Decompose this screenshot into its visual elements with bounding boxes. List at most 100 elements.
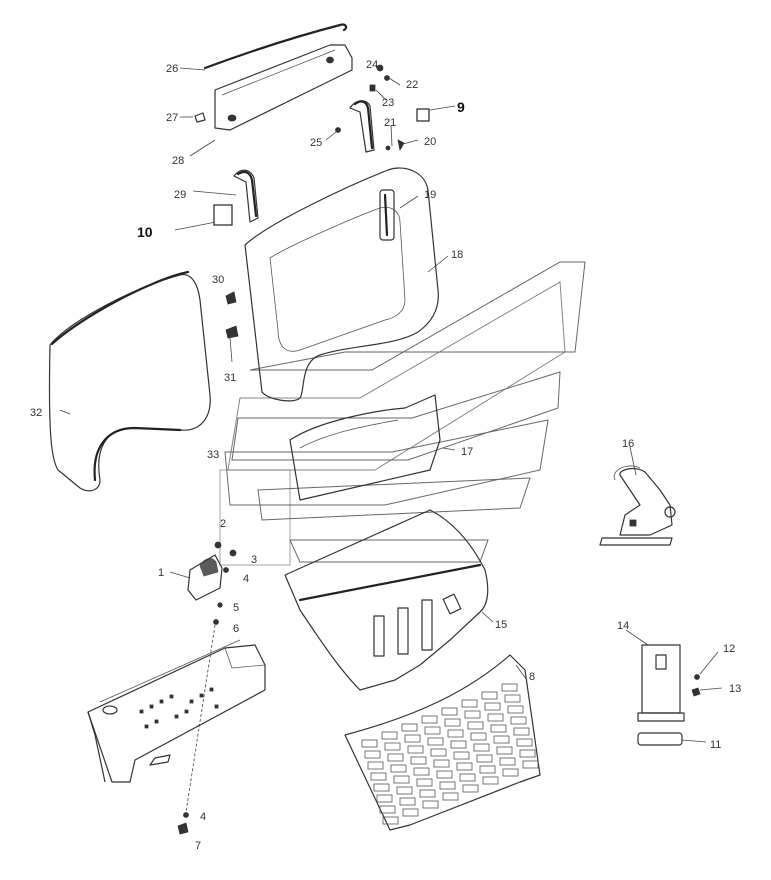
grille-cell bbox=[501, 683, 518, 692]
grille-cell bbox=[450, 740, 467, 749]
grille-cell bbox=[467, 721, 484, 730]
callout-17: 17 bbox=[461, 446, 473, 458]
grille-cell bbox=[404, 734, 421, 743]
grille-cell bbox=[479, 765, 496, 774]
grille-cell bbox=[442, 792, 459, 801]
grille-cell bbox=[430, 748, 447, 757]
callout-3: 3 bbox=[251, 554, 257, 566]
grille-cell bbox=[504, 694, 521, 703]
callout-9: 9 bbox=[457, 99, 465, 115]
grille-cell bbox=[390, 764, 407, 773]
callout-15: 15 bbox=[495, 619, 507, 631]
part-lower-box bbox=[87, 639, 266, 783]
grille-cell bbox=[413, 767, 430, 776]
grille-cell bbox=[459, 773, 476, 782]
callout-18: 18 bbox=[451, 249, 463, 261]
part-16-pedal-assembly bbox=[599, 465, 676, 546]
grille-cell bbox=[402, 808, 419, 817]
callout-19: 19 bbox=[424, 189, 436, 201]
callout-24: 24 bbox=[366, 59, 378, 71]
grille-cell bbox=[401, 723, 418, 732]
callout-32: 32 bbox=[30, 407, 42, 419]
grille-cell bbox=[447, 729, 464, 738]
part-11-pad bbox=[637, 732, 683, 746]
grille-cell bbox=[490, 724, 507, 733]
grille-cell bbox=[427, 737, 444, 746]
callout-21: 21 bbox=[384, 117, 396, 129]
grille-cell bbox=[461, 699, 478, 708]
grille-cell bbox=[407, 745, 424, 754]
grille-cell bbox=[473, 743, 490, 752]
part-8-grille-mat bbox=[344, 654, 541, 831]
callout-25: 25 bbox=[310, 137, 322, 149]
callout-7: 7 bbox=[195, 840, 201, 852]
callout-13: 13 bbox=[729, 683, 741, 695]
grille-cell bbox=[421, 715, 438, 724]
callout-29: 29 bbox=[174, 189, 186, 201]
part-29-pillar-trim bbox=[233, 169, 259, 223]
grille-cell bbox=[464, 710, 481, 719]
callout-4-lower: 4 bbox=[200, 811, 206, 823]
grille-cell bbox=[439, 781, 456, 790]
grille-cell bbox=[399, 797, 416, 806]
callout-11: 11 bbox=[710, 739, 721, 751]
grille-cell bbox=[410, 756, 427, 765]
grille-cell bbox=[367, 761, 384, 770]
grille-cell bbox=[387, 753, 404, 762]
callout-22: 22 bbox=[406, 79, 418, 91]
parts-12-13-fasteners bbox=[691, 674, 701, 697]
grille-cell bbox=[422, 800, 439, 809]
callout-20: 20 bbox=[424, 136, 436, 148]
grille-cell bbox=[379, 805, 396, 814]
grille-cell bbox=[456, 762, 473, 771]
grille-cell bbox=[361, 739, 378, 748]
callout-30: 30 bbox=[212, 274, 224, 286]
part-26-wire-strip bbox=[203, 23, 348, 70]
grille-cell bbox=[462, 784, 479, 793]
callout-27: 27 bbox=[166, 112, 178, 124]
callout-31: 31 bbox=[224, 372, 236, 384]
callout-8: 8 bbox=[529, 671, 535, 683]
grille-cell bbox=[436, 770, 453, 779]
part-27-clip bbox=[194, 112, 206, 123]
callout-12: 12 bbox=[723, 643, 735, 655]
part-18-door-panel bbox=[244, 167, 439, 402]
grille-cell bbox=[510, 716, 527, 725]
grille-cell bbox=[496, 746, 513, 755]
grille-cell bbox=[396, 786, 413, 795]
grille-cell bbox=[441, 707, 458, 716]
grille-cell bbox=[481, 691, 498, 700]
leader-lines bbox=[59, 65, 723, 743]
callout-10: 10 bbox=[137, 224, 153, 240]
grille-cell bbox=[416, 778, 433, 787]
grille-cell bbox=[364, 750, 381, 759]
grille-cell bbox=[419, 789, 436, 798]
grille-cell bbox=[519, 749, 536, 758]
grille-cells bbox=[361, 683, 539, 825]
grille-cell bbox=[382, 816, 399, 825]
callout-6: 6 bbox=[233, 623, 239, 635]
grille-cell bbox=[513, 727, 530, 736]
part-9-pillar-trim bbox=[349, 100, 375, 153]
callout-10-box bbox=[213, 204, 233, 226]
grille-cell bbox=[484, 702, 501, 711]
callout-labels: 1 2 3 4 5 6 4 7 8 9 10 11 12 13 14 15 16… bbox=[30, 59, 741, 852]
parts-2-7-fasteners bbox=[177, 541, 237, 835]
grille-cell bbox=[470, 732, 487, 741]
grille-cell bbox=[493, 735, 510, 744]
grille-cell bbox=[482, 776, 499, 785]
part-15-floor-panel bbox=[284, 509, 489, 691]
grille-cell bbox=[516, 738, 533, 747]
parts-20-25-fasteners bbox=[335, 64, 405, 152]
grille-cell bbox=[381, 731, 398, 740]
grille-cell bbox=[502, 768, 519, 777]
callout-26: 26 bbox=[166, 63, 178, 75]
part-28-upper-rail bbox=[214, 44, 353, 131]
part-32-side-panel bbox=[48, 270, 211, 492]
part-30-31-hinge bbox=[225, 291, 239, 363]
grille-cell bbox=[373, 783, 390, 792]
callout-16: 16 bbox=[622, 438, 634, 450]
grille-cell bbox=[476, 754, 493, 763]
grille-cell bbox=[433, 759, 450, 768]
